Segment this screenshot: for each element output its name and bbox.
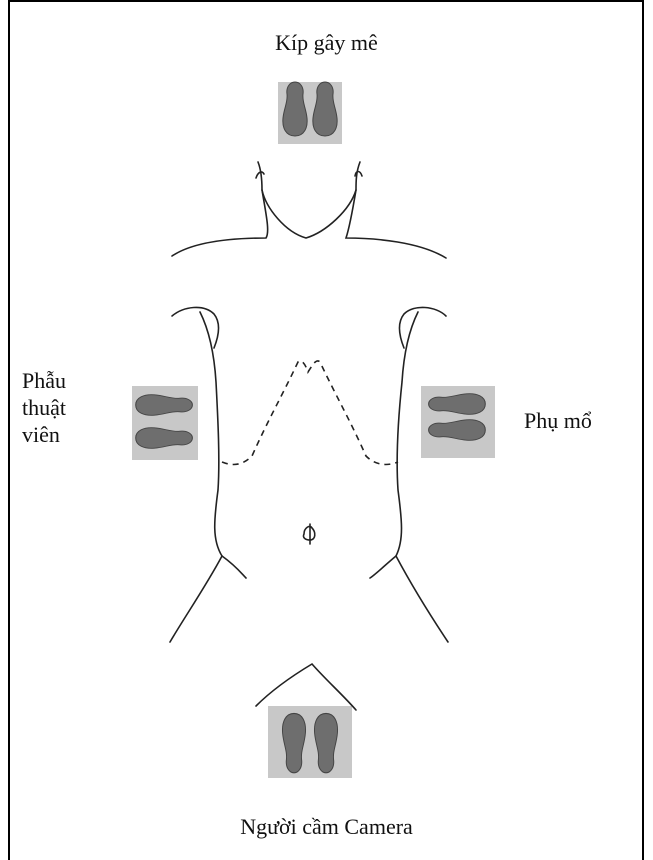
head-and-shoulders-outline xyxy=(172,162,446,258)
torso-outline xyxy=(170,307,448,642)
surgeon-footprints xyxy=(132,386,198,460)
rib-margin-dashed-line xyxy=(222,361,398,465)
pelvis-outline xyxy=(256,664,356,710)
anesthesia-team-footprints xyxy=(278,82,342,144)
camera-holder-footprints xyxy=(268,706,352,778)
assistant-footprints xyxy=(421,386,495,458)
